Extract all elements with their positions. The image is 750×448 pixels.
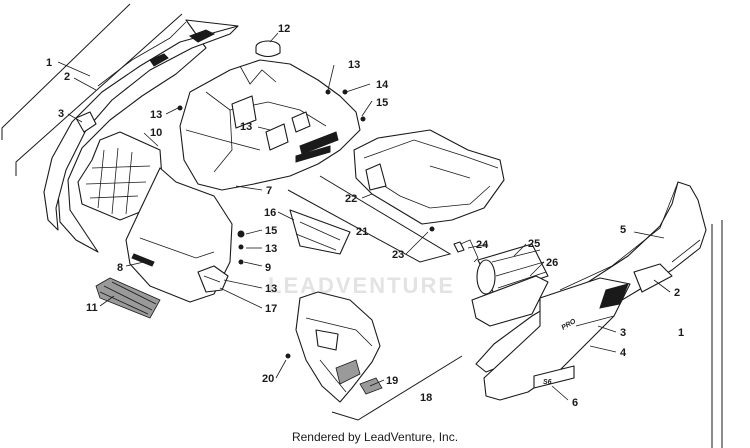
right-side-panel: PRO S6 (475, 181, 707, 401)
callout-15: 15 (265, 225, 277, 237)
bracket-group-21 (287, 175, 452, 263)
callout-19: 19 (386, 375, 398, 387)
callout-1: 1 (46, 57, 52, 69)
callout-20: 20 (262, 373, 274, 385)
vent-grille (77, 131, 163, 221)
bracket-assembly-1-left (1, 3, 131, 140)
bracket-17 (197, 265, 229, 293)
upper-hood (179, 59, 361, 191)
decal-badge-text: S6 (543, 379, 552, 386)
callout-7: 7 (266, 185, 272, 197)
fasteners (177, 89, 435, 359)
callout-9: 9 (265, 262, 271, 274)
callout-25: 25 (528, 238, 540, 250)
lower-belly-pan (295, 291, 381, 403)
fuel-cap (255, 40, 281, 58)
callout-5: 5 (620, 224, 626, 236)
callout-8: 8 (117, 262, 123, 274)
callout-26: 26 (546, 257, 558, 269)
mesh-screen (95, 277, 161, 319)
callout-16: 16 (264, 207, 276, 219)
leader-lines (57, 32, 671, 401)
callout-13: 13 (150, 109, 162, 121)
callout-24: 24 (476, 239, 489, 251)
nose-cowling (125, 167, 233, 303)
callout-4: 4 (620, 347, 627, 359)
bracket-group-18 (331, 355, 463, 421)
callout-2: 2 (64, 71, 70, 83)
watermark-text: LEADVENTURE (268, 273, 455, 298)
callout-13: 13 (265, 243, 277, 255)
callout-21: 21 (356, 226, 368, 238)
left-side-panel (43, 19, 239, 253)
callout-14: 14 (376, 79, 389, 91)
callout-17: 17 (265, 303, 277, 315)
callout-3: 3 (58, 108, 64, 120)
callout-1: 1 (678, 327, 684, 339)
callout-6: 6 (572, 397, 578, 409)
bracket-assembly-2-left (15, 13, 183, 176)
callout-11: 11 (86, 302, 98, 314)
callout-labels: 1 2 3 10 13 12 13 14 15 13 7 22 16 21 15… (46, 23, 684, 409)
callout-3: 3 (620, 327, 626, 339)
callout-12: 12 (278, 23, 290, 35)
callout-18: 18 (420, 392, 432, 404)
filter-holder (471, 275, 549, 327)
callout-23: 23 (392, 249, 404, 261)
callout-13: 13 (265, 283, 277, 295)
strap (453, 239, 479, 263)
windshield-panel (289, 209, 351, 255)
callout-13: 13 (348, 59, 360, 71)
callout-2: 2 (674, 287, 680, 299)
callout-15: 15 (376, 97, 388, 109)
callout-22: 22 (345, 193, 357, 205)
callout-13: 13 (240, 121, 252, 133)
footer-credit: Rendered by LeadVenture, Inc. (291, 430, 459, 444)
callout-10: 10 (150, 127, 162, 139)
